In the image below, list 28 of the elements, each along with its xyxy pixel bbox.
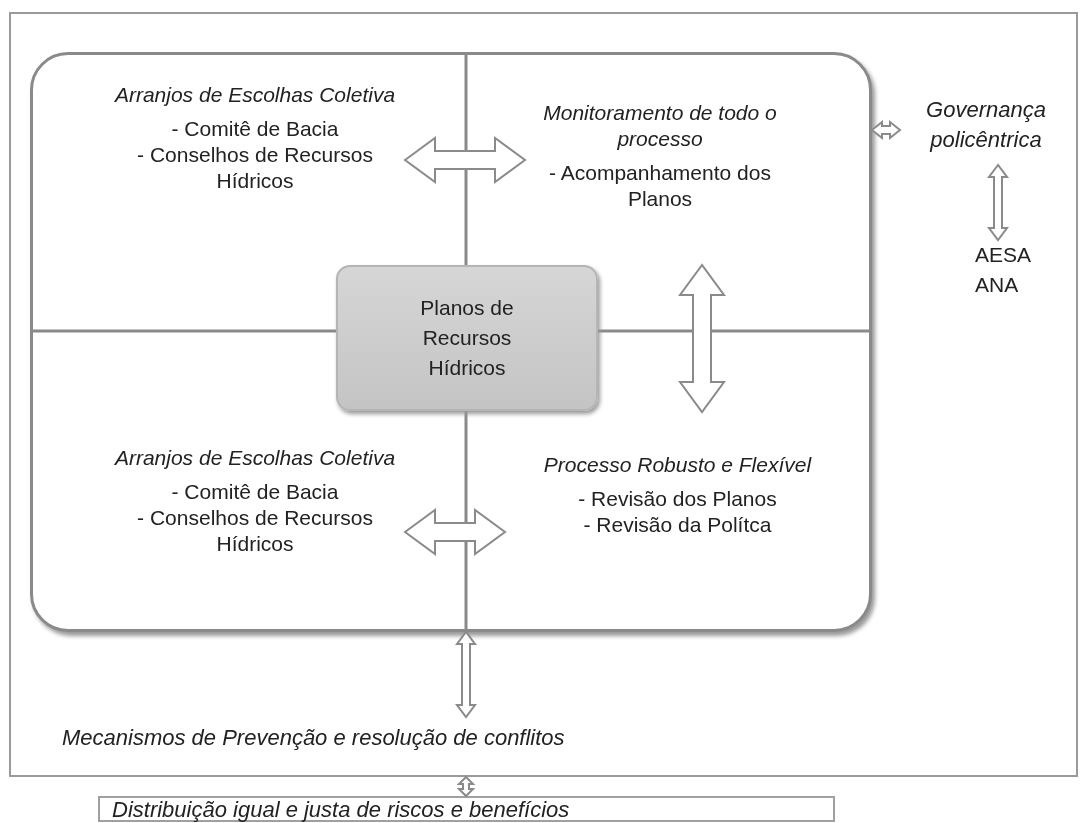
double-arrow — [987, 163, 1009, 242]
note-text: Mecanismos de Prevenção e resolução de conflitos — [61, 724, 566, 752]
double-arrow — [403, 136, 527, 184]
double-arrow — [678, 263, 726, 414]
list-item: - Revisão dos Planos — [577, 486, 778, 512]
list-item: - Acompanhamento dos Planos — [548, 160, 772, 212]
double-arrow — [455, 630, 477, 719]
agency-label: AESA — [975, 242, 1033, 268]
text-box — [98, 796, 835, 822]
section-heading: Arranjos de Escolhas Coletiva — [113, 82, 397, 108]
list-item: - Conselhos de Recursos Hídricos — [136, 142, 374, 194]
box-text: Distribuição igual e justa de riscos e benefícios — [111, 798, 571, 822]
double-arrow — [403, 508, 507, 556]
list-item: - Comitê de Bacia — [170, 116, 340, 142]
outer-frame — [9, 12, 1078, 777]
list-item: - Conselhos de Recursos Hídricos — [136, 505, 374, 557]
rounded-panel — [30, 52, 872, 632]
section-heading: Arranjos de Escolhas Coletiva — [113, 445, 397, 471]
side-label: Governança policêntrica — [925, 96, 1047, 154]
center-box — [336, 265, 598, 411]
list-item: - Revisão da Polítca — [582, 512, 773, 538]
center-label: Planos de Recursos Hídricos — [419, 295, 515, 381]
list-item: - Comitê de Bacia — [170, 479, 340, 505]
double-arrow — [870, 119, 902, 141]
section-heading: Processo Robusto e Flexível — [542, 452, 813, 478]
agency-label: ANA — [975, 272, 1020, 298]
double-arrow — [456, 775, 476, 798]
section-heading: Monitoramento de todo o processo — [542, 100, 778, 152]
